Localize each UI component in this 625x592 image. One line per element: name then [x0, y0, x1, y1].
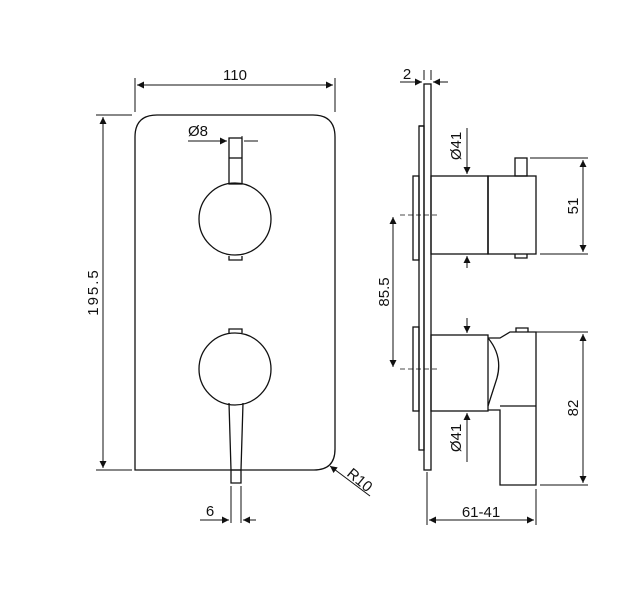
- side-flange-top: [412, 175, 420, 261]
- side-centerlines: [400, 214, 438, 370]
- front-lever: [228, 402, 244, 484]
- front-knob-bottom: [198, 332, 272, 406]
- label-corner-radius: R10: [343, 465, 375, 496]
- label-plate-thickness: 2: [403, 66, 411, 83]
- front-dimensions: [96, 78, 371, 524]
- label-top-handle-height: 51: [565, 198, 582, 215]
- label-knob-diameter-top: Ø41: [448, 132, 465, 160]
- label-lever-width: 6: [206, 503, 214, 520]
- label-projection-depth: 61-41: [462, 504, 500, 521]
- side-lever-body: [488, 331, 537, 486]
- front-plate-outline: [134, 114, 336, 471]
- side-handle-top: [487, 175, 537, 255]
- side-plate: [423, 83, 432, 471]
- label-bottom-handle-height: 82: [565, 400, 582, 417]
- label-plate-width: 110: [223, 67, 247, 84]
- label-axis-spacing: 85.5: [376, 277, 393, 306]
- front-view: [134, 114, 336, 484]
- dim-leader-corner-radius: [329, 465, 371, 497]
- side-dimensions: [389, 70, 588, 525]
- side-knob-cylinder-bottom: [430, 334, 489, 412]
- side-rear-body: [418, 125, 425, 451]
- side-view: [412, 83, 537, 486]
- front-knob-top-nub: [228, 256, 243, 261]
- front-knob-bottom-nub: [228, 328, 243, 333]
- front-knob-top: [198, 182, 272, 256]
- label-stem-diameter: Ø8: [188, 123, 208, 140]
- side-knob-cylinder-top: [430, 175, 489, 255]
- front-stem-top: [228, 137, 243, 185]
- side-stem-top: [514, 157, 528, 177]
- label-knob-diameter-bottom: Ø41: [448, 424, 465, 452]
- label-plate-height: 195.5: [85, 268, 102, 316]
